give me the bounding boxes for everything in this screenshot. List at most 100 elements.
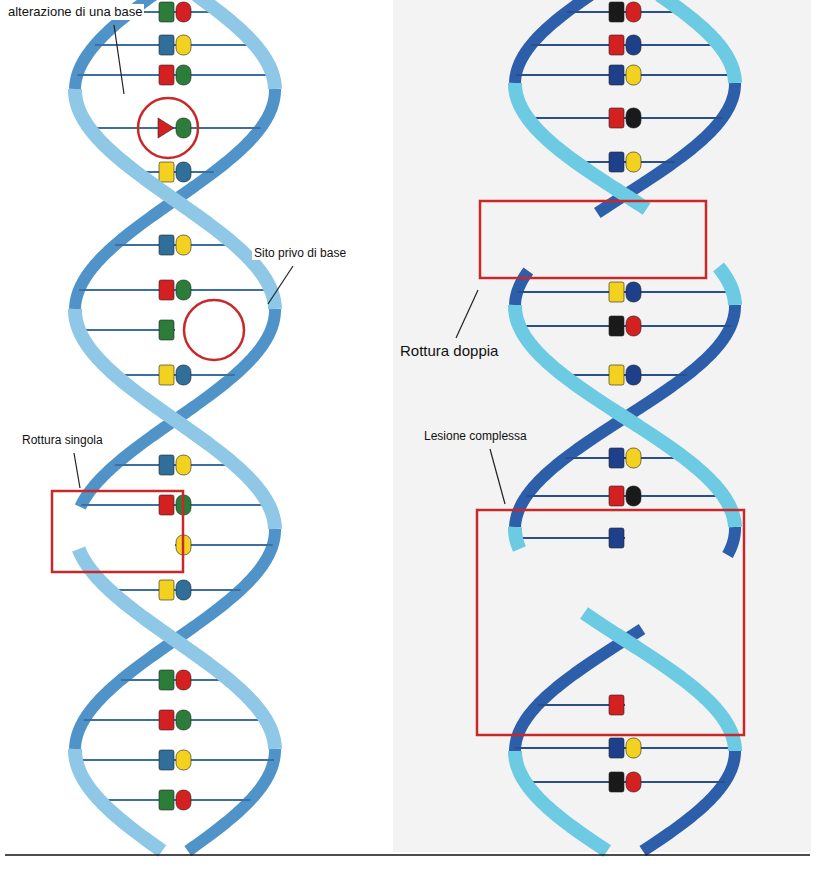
base-block: [176, 790, 191, 810]
right-panel: [393, 0, 811, 852]
backbone-strand: [728, 527, 735, 555]
base-pair-rung: [115, 374, 235, 376]
base-block: [159, 235, 174, 255]
base-pair-rung: [121, 679, 229, 681]
base-block: [159, 35, 174, 55]
backbone-strand: [719, 267, 735, 305]
base-block: [626, 108, 641, 128]
base-pair-rung: [567, 11, 683, 13]
dna-helix: [515, 0, 735, 851]
base-block: [626, 772, 641, 792]
base-block: [159, 65, 174, 85]
base-block: [159, 455, 174, 475]
damage-box: [52, 491, 183, 572]
base-block: [159, 320, 174, 340]
base-block: [159, 2, 174, 22]
base-block: [626, 282, 641, 302]
base-block: [159, 750, 174, 770]
base-block: [176, 35, 191, 55]
backbone-strand: [75, 89, 275, 309]
base-block: [609, 108, 624, 128]
base-pair-rung: [95, 44, 255, 46]
callout-label: alterazione di una base: [6, 4, 144, 20]
callout-label: Lesione complessa: [422, 429, 529, 443]
altered-base: [158, 118, 174, 138]
base-block: [609, 35, 624, 55]
backbone-strand: [515, 305, 735, 527]
base-block: [159, 495, 174, 515]
base-pair-rung: [563, 374, 687, 376]
base-block: [159, 162, 174, 182]
base-block: [626, 65, 641, 85]
base-block: [176, 2, 191, 22]
base-block: [159, 670, 174, 690]
backbone-strand: [643, 751, 735, 851]
damage-box: [477, 510, 744, 735]
leader-line: [268, 266, 293, 304]
base-block: [176, 235, 191, 255]
base-block: [176, 365, 191, 385]
base-block: [159, 790, 174, 810]
base-block: [626, 2, 641, 22]
backbone-strand: [515, 629, 642, 751]
base-block: [176, 710, 191, 730]
base-pair-rung: [89, 127, 260, 129]
base-pair-rung: [81, 504, 268, 506]
bottom-rule: [5, 854, 810, 856]
base-block: [609, 152, 624, 172]
base-block: [176, 162, 191, 182]
base-pair-rung: [79, 289, 271, 291]
base-block: [626, 35, 641, 55]
backbone-strand: [515, 271, 528, 305]
base-pair-rung: [84, 719, 266, 721]
base-block: [159, 365, 174, 385]
base-block: [159, 580, 174, 600]
backbone-strand: [584, 613, 735, 751]
callout-label: Rottura singola: [20, 433, 105, 447]
base-block: [609, 2, 624, 22]
base-block: [176, 750, 191, 770]
base-pair-rung: [515, 747, 735, 749]
base-pair-rung: [76, 759, 274, 761]
base-block: [176, 455, 191, 475]
damage-circle: [184, 300, 244, 360]
base-block: [176, 580, 191, 600]
base-block: [176, 118, 191, 138]
base-pair-rung: [528, 117, 723, 119]
base-block: [159, 280, 174, 300]
base-block: [626, 152, 641, 172]
backbone-strand: [75, 89, 275, 309]
callout-label: Rottura doppia: [398, 342, 500, 360]
base-block: [609, 365, 624, 385]
base-pair-rung: [519, 325, 731, 327]
backbone-strand: [75, 749, 162, 851]
base-block: [609, 486, 624, 506]
base-block: [626, 365, 641, 385]
base-pair-rung: [110, 589, 241, 591]
base-block: [609, 282, 624, 302]
base-block: [609, 448, 624, 468]
base-pair-rung: [576, 161, 675, 163]
base-pair-rung: [517, 291, 733, 293]
base-pair-rung: [115, 464, 235, 466]
base-block: [609, 738, 624, 758]
base-block: [609, 528, 624, 548]
base-pair-rung: [527, 495, 724, 497]
backbone-strand: [515, 305, 735, 527]
backbone-strand: [196, 0, 275, 89]
callout-label: Sito privo di base: [252, 246, 348, 260]
base-block: [176, 65, 191, 85]
base-block: [609, 65, 624, 85]
base-pair-rung: [531, 44, 719, 46]
leader-line: [114, 25, 124, 94]
base-pair-rung: [516, 74, 734, 76]
backbone-strand: [659, 0, 735, 83]
base-pair-rung: [525, 781, 725, 783]
backbone-strand: [75, 529, 275, 749]
dna-helix: [75, 0, 275, 851]
leader-line: [490, 449, 505, 504]
base-block: [626, 448, 641, 468]
